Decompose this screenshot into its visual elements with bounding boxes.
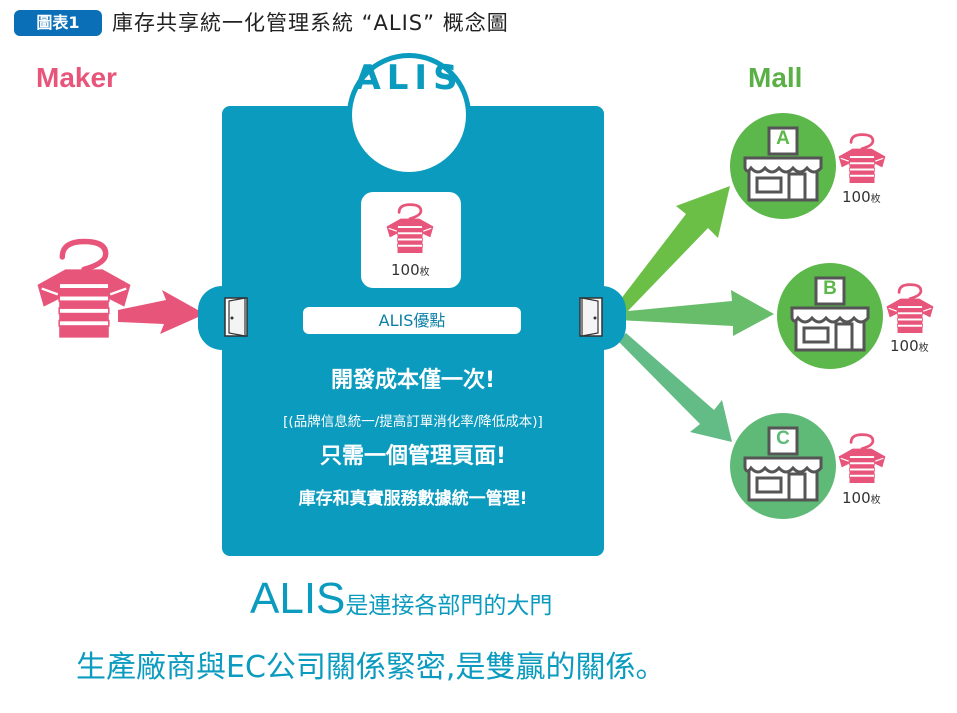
- store-c-quantity: 100枚: [842, 489, 881, 507]
- store-b-quantity-unit: 枚: [918, 343, 929, 354]
- store-a-quantity-value: 100: [842, 188, 871, 206]
- bottom-line-1: ALIS是連接各部門的大門: [250, 574, 552, 624]
- arrow-to-store-c-icon: [618, 333, 732, 442]
- bottom-line-1-rest: 是連接各部門的大門: [345, 593, 553, 619]
- store-a-quantity: 100枚: [842, 188, 881, 206]
- maker-arrow-icon: [118, 290, 205, 334]
- store-c-letter: C: [776, 428, 790, 449]
- feature-line-3: 只需一個管理頁面!: [319, 444, 507, 469]
- arrow-to-store-b-icon: [618, 290, 774, 336]
- figure-title: 庫存共享統一化管理系統 “ALIS” 概念圖: [112, 11, 509, 35]
- alis-logo: ALIS: [347, 53, 471, 177]
- arrow-to-store-a-icon: [617, 186, 730, 313]
- bottom-line-2: 生產廠商與EC公司關係緊密,是雙贏的關係。: [76, 650, 666, 685]
- mall-label: Mall: [748, 62, 803, 93]
- store-a-quantity-unit: 枚: [870, 194, 881, 205]
- right-door-icon: [579, 297, 603, 337]
- center-quantity-value: 100: [391, 261, 420, 279]
- feature-line-4: 庫存和真實服務數據統一管理!: [298, 489, 528, 509]
- center-shirt-icon: [385, 203, 435, 255]
- center-quantity-unit: 枚: [419, 267, 430, 278]
- store-c-quantity-unit: 枚: [870, 495, 881, 506]
- merit-label: ALIS優點: [303, 307, 521, 334]
- store-b-quantity-value: 100: [890, 337, 919, 355]
- left-door-icon: [224, 297, 248, 337]
- store-c-quantity-value: 100: [842, 489, 871, 507]
- store-a-letter: A: [776, 128, 790, 149]
- store-b-quantity: 100枚: [890, 337, 929, 355]
- maker-label: Maker: [36, 62, 117, 93]
- figure-badge: 圖表1: [14, 10, 102, 36]
- store-b-letter: B: [823, 278, 837, 299]
- center-quantity: 100枚: [391, 261, 430, 279]
- bottom-alis: ALIS: [250, 574, 346, 623]
- feature-line-2: [(品牌信息統一/提高訂單消化率/降低成本)]: [283, 414, 543, 430]
- feature-line-1: 開發成本僅一次!: [330, 368, 496, 393]
